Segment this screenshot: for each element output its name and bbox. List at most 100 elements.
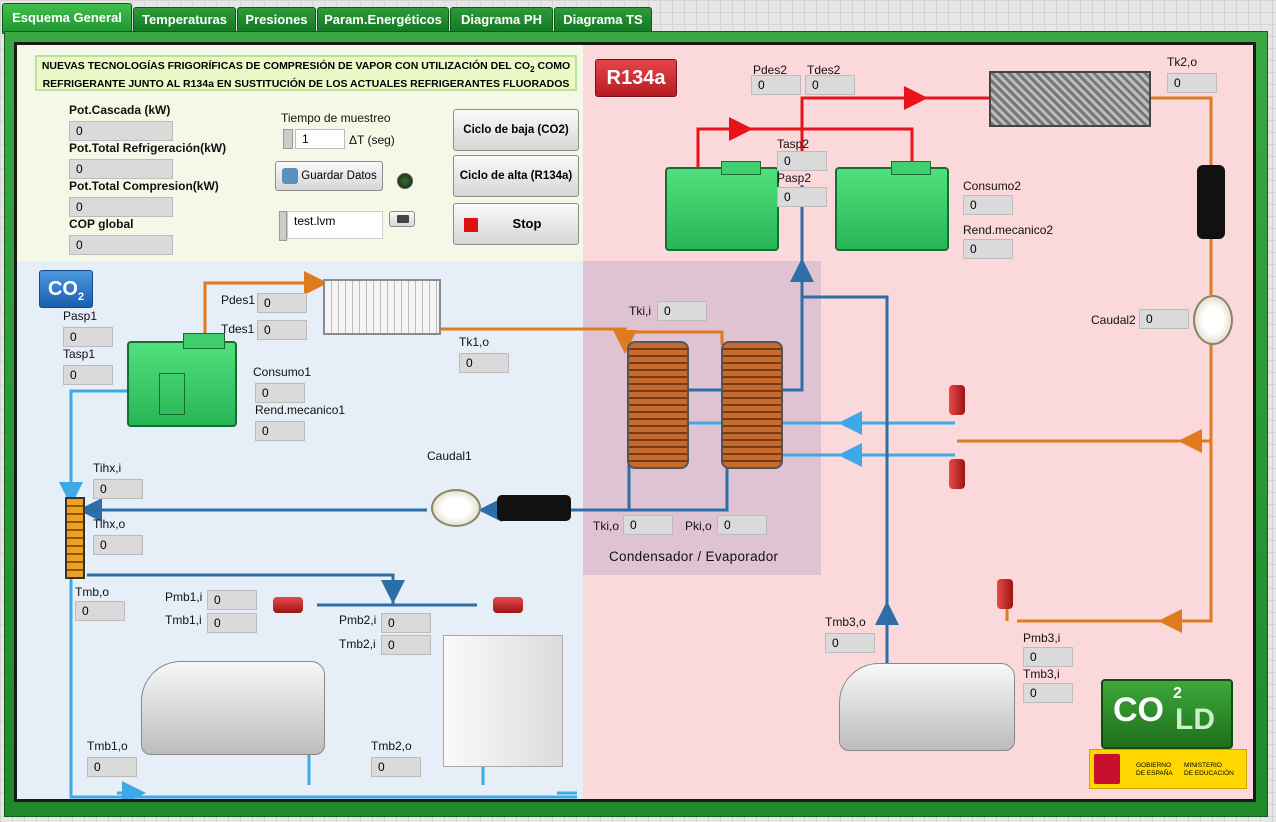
consumo2-label: Consumo2 <box>963 179 1022 193</box>
expansion-valve1-icon <box>273 597 303 613</box>
tab-param-energeticos[interactable]: Param.Energéticos <box>317 7 449 32</box>
tab-esquema-general[interactable]: Esquema General <box>2 3 132 34</box>
file-path-input[interactable]: test.lvm <box>287 211 383 239</box>
tihxi-label: Tihx,i <box>93 461 122 475</box>
display-case3-icon <box>839 663 1015 751</box>
ciclo-alta-button[interactable]: Ciclo de alta (R134a) <box>453 155 579 197</box>
dt-label: ΔT (seg) <box>349 133 395 147</box>
pot-refrig-value: 0 <box>69 159 173 179</box>
pasp1-label: Pasp1 <box>63 309 98 323</box>
tab-presiones[interactable]: Presiones <box>237 7 316 32</box>
tmbo-label: Tmb,o <box>75 585 110 599</box>
pmb2i-label: Pmb2,i <box>339 613 377 627</box>
guardar-datos-button[interactable]: Guardar Datos <box>275 161 383 191</box>
tmb1o-label: Tmb1,o <box>87 739 128 753</box>
path-browse-handle[interactable] <box>279 211 287 241</box>
tkii-label: Tki,i <box>629 304 651 318</box>
co2-compressor-icon <box>127 333 237 427</box>
tab-diagrama-ph[interactable]: Diagrama PH <box>450 7 553 32</box>
folder-icon <box>397 215 409 223</box>
filter-drier2-icon <box>1197 165 1225 239</box>
caudal2-value: 0 <box>1139 309 1189 329</box>
project-banner: NUEVAS TECNOLOGÍAS FRIGORÍFICAS DE COMPR… <box>35 55 577 91</box>
pot-refrig-label: Pot.Total Refrigeración(kW) <box>69 141 227 155</box>
expansion-valve2-icon <box>493 597 523 613</box>
rend2-value: 0 <box>963 239 1013 259</box>
stop-icon <box>464 218 478 232</box>
tdes1-label: Tdes1 <box>221 322 255 336</box>
tmb3o-value: 0 <box>825 633 875 653</box>
pdes2-value: 0 <box>751 75 801 95</box>
pmb1i-label: Pmb1,i <box>165 590 203 604</box>
tmb2i-label: Tmb2,i <box>339 637 376 651</box>
rend1-label: Rend.mecanico1 <box>255 403 346 417</box>
tasp1-value: 0 <box>63 365 113 385</box>
cold-room-icon <box>443 635 563 767</box>
coat-of-arms-icon <box>1094 754 1120 784</box>
r134a-badge: R134a <box>595 59 677 97</box>
folder-browse-button[interactable] <box>389 211 415 227</box>
tk2o-label: Tk2,o <box>1167 55 1198 69</box>
pasp1-value: 0 <box>63 327 113 347</box>
gobierno-logo: GOBIERNO DE ESPAÑA MINISTERIO DE EDUCACI… <box>1089 749 1247 789</box>
rend1-value: 0 <box>255 421 305 441</box>
tihxo-label: Tihx,o <box>93 517 126 531</box>
tihxi-value: 0 <box>93 479 143 499</box>
tdes2-label: Tdes2 <box>807 63 841 77</box>
tmb1o-value: 0 <box>87 757 137 777</box>
tk1o-label: Tk1,o <box>459 335 490 349</box>
flowmeter1-icon <box>431 489 481 527</box>
tk1o-value: 0 <box>459 353 509 373</box>
r134a-condenser-icon <box>989 71 1151 127</box>
plate-exchanger1-icon <box>627 341 689 469</box>
pot-cascada-value: 0 <box>69 121 173 141</box>
cop-label: COP global <box>69 217 134 231</box>
tab-diagrama-ts[interactable]: Diagrama TS <box>554 7 652 32</box>
tkii-value: 0 <box>657 301 707 321</box>
plate-exchanger2-icon <box>721 341 783 469</box>
expansion-valve4-icon <box>949 459 965 489</box>
internal-heat-exchanger-icon <box>65 497 85 579</box>
filter-drier1-icon <box>497 495 571 521</box>
flowmeter2-icon <box>1193 295 1233 345</box>
r134a-compressor1-icon <box>665 161 779 251</box>
pot-comp-value: 0 <box>69 197 173 217</box>
r134a-compressor2-icon <box>835 161 949 251</box>
tmb3i-value: 0 <box>1023 683 1073 703</box>
consumo1-label: Consumo1 <box>253 365 312 379</box>
pmb3i-label: Pmb3,i <box>1023 631 1061 645</box>
cop-value: 0 <box>69 235 173 255</box>
co2ld-logo: CO 2 LD <box>1101 679 1233 749</box>
pmb1i-value: 0 <box>207 590 257 610</box>
tdes1-value: 0 <box>257 320 307 340</box>
expansion-valve3-icon <box>949 385 965 415</box>
tkio-value: 0 <box>623 515 673 535</box>
ciclo-baja-button[interactable]: Ciclo de baja (CO2) <box>453 109 579 151</box>
pot-comp-label: Pot.Total Compresion(kW) <box>69 179 219 193</box>
tab-temperaturas[interactable]: Temperaturas <box>133 7 236 32</box>
rend2-label: Rend.mecanico2 <box>963 223 1054 237</box>
co2-badge: CO2 <box>39 270 93 308</box>
spinner-icon[interactable] <box>283 129 293 149</box>
tasp2-label: Tasp2 <box>777 137 810 151</box>
tasp2-value: 0 <box>777 151 827 171</box>
pdes2-label: Pdes2 <box>753 63 788 77</box>
caudal1-label: Caudal1 <box>427 449 472 463</box>
caudal2-label: Caudal2 <box>1091 313 1136 327</box>
pdes1-value: 0 <box>257 293 307 313</box>
pmb2i-value: 0 <box>381 613 431 633</box>
tmbo-value: 0 <box>75 601 125 621</box>
pasp2-label: Pasp2 <box>777 171 812 185</box>
tasp1-label: Tasp1 <box>63 347 96 361</box>
pkio-value: 0 <box>717 515 767 535</box>
save-icon <box>282 168 298 184</box>
stop-button[interactable]: Stop <box>453 203 579 245</box>
tk2o-value: 0 <box>1167 73 1217 93</box>
tiempo-input[interactable]: 1 <box>295 129 345 149</box>
pmb3i-value: 0 <box>1023 647 1073 667</box>
pdes1-label: Pdes1 <box>221 293 256 307</box>
tmb2o-label: Tmb2,o <box>371 739 412 753</box>
tkio-label: Tki,o <box>593 519 620 533</box>
pasp2-value: 0 <box>777 187 827 207</box>
display-case1-icon <box>141 661 325 755</box>
